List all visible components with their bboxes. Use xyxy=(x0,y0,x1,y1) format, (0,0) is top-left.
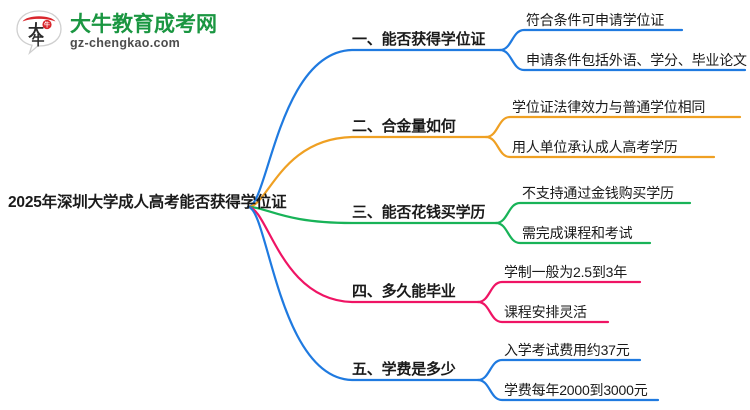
leaf-line-5-1 xyxy=(476,358,642,382)
logo-title: 大牛教育成考网 xyxy=(70,12,217,36)
site-logo: 牛 大 牛 大牛教育成考网 gz-chengkao.com xyxy=(14,8,217,56)
svg-text:大: 大 xyxy=(28,21,44,40)
leaf-line-3-1 xyxy=(494,201,692,225)
leaf-line-4-1 xyxy=(476,280,642,304)
leaf-node-3-1[interactable]: 不支持通过金钱购买学历 xyxy=(522,185,674,201)
leaf-node-1-1[interactable]: 符合条件可申请学位证 xyxy=(526,12,664,28)
branch-node-1[interactable]: 一、能否获得学位证 xyxy=(352,31,486,48)
leaf-node-5-2[interactable]: 学费每年2000到3000元 xyxy=(504,382,648,398)
leaf-node-1-2[interactable]: 申请条件包括外语、学分、毕业论文 xyxy=(526,52,747,68)
leaf-line-2-1 xyxy=(484,115,742,139)
logo-mark-icon: 牛 大 牛 xyxy=(14,8,64,56)
leaf-node-4-2[interactable]: 课程安排灵活 xyxy=(504,304,587,320)
branch-node-5[interactable]: 五、学费是多少 xyxy=(352,361,456,378)
leaf-node-2-2[interactable]: 用人单位承认成人高考学历 xyxy=(512,139,678,155)
leaf-node-5-1[interactable]: 入学考试费用约37元 xyxy=(504,342,630,358)
leaf-line-1-1 xyxy=(498,28,684,52)
logo-subtitle: gz-chengkao.com xyxy=(70,35,181,50)
root-node[interactable]: 2025年深圳大学成人高考能否获得学位证 xyxy=(8,194,287,211)
svg-text:牛: 牛 xyxy=(31,33,44,48)
leaf-node-4-1[interactable]: 学制一般为2.5到3年 xyxy=(504,264,628,280)
branch-node-4[interactable]: 四、多久能毕业 xyxy=(352,283,456,300)
leaf-node-2-1[interactable]: 学位证法律效力与普通学位相同 xyxy=(512,99,706,115)
svg-text:牛: 牛 xyxy=(44,21,50,29)
branch-node-2[interactable]: 二、合金量如何 xyxy=(352,118,456,135)
leaf-node-3-2[interactable]: 需完成课程和考试 xyxy=(522,225,633,241)
branch-node-3[interactable]: 三、能否花钱买学历 xyxy=(352,204,486,221)
